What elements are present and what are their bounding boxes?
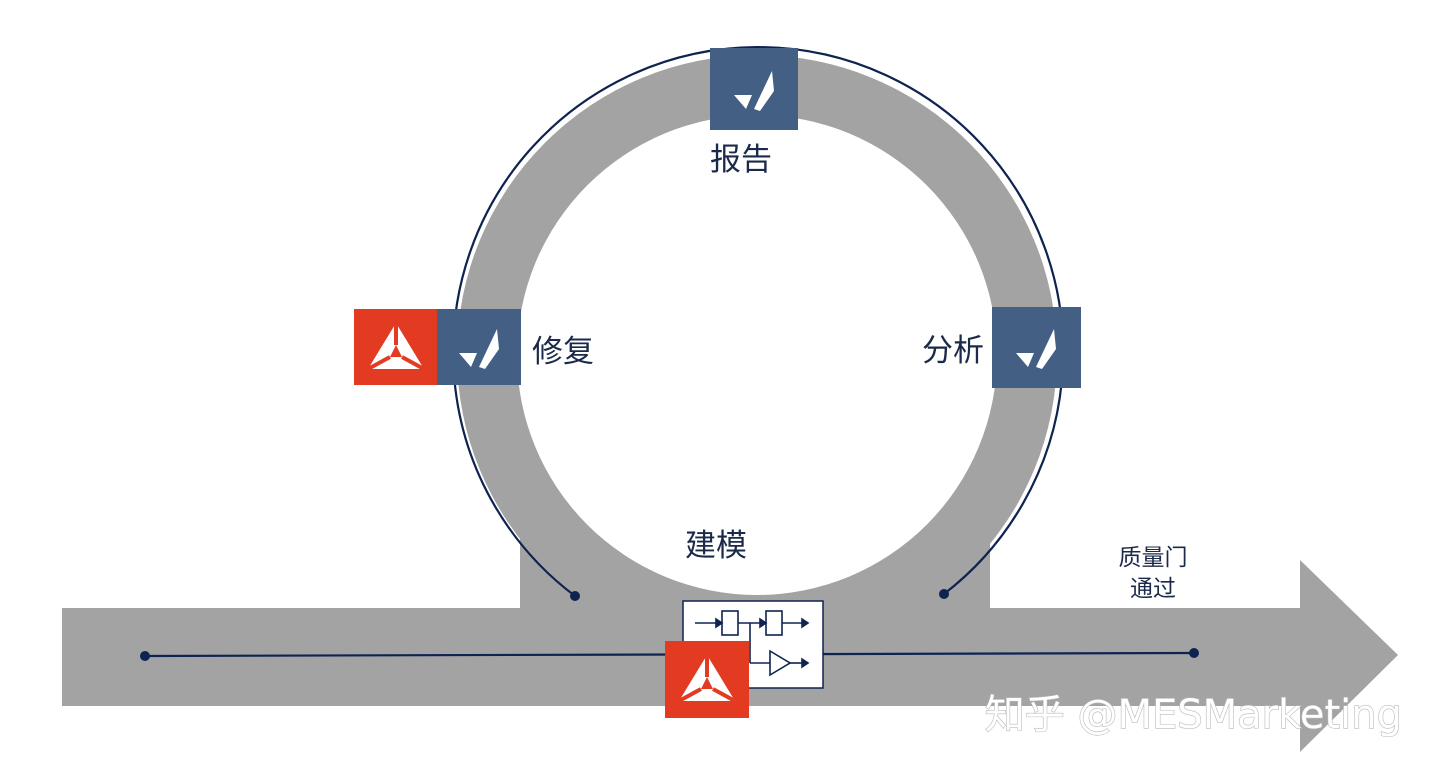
model-red-tile[interactable] <box>665 641 749 718</box>
ring-hole <box>517 115 997 595</box>
track <box>62 55 1398 752</box>
quality-gate-label-line2: 通过 <box>1130 576 1176 602</box>
watermark: 知乎 @MESMarketing <box>985 692 1402 738</box>
main-line-end-dot <box>1189 648 1199 658</box>
report-label: 报告 <box>710 142 772 178</box>
block-diagram-icon <box>695 610 810 677</box>
line-endpoints <box>140 589 1199 661</box>
report-tile[interactable] <box>710 48 798 130</box>
fix-red-tile[interactable] <box>354 309 437 385</box>
main-line-start-dot <box>140 651 150 661</box>
loop-start-dot <box>570 591 580 601</box>
fix-check-tile[interactable] <box>437 309 521 385</box>
quality-gate-label-line1: 质量门 <box>1119 545 1188 571</box>
fix-label: 修复 <box>532 334 594 370</box>
model-label: 建模 <box>685 528 747 564</box>
analyze-tile[interactable] <box>992 307 1081 388</box>
loop-end-dot <box>939 589 949 599</box>
analyze-label: 分析 <box>922 333 984 369</box>
